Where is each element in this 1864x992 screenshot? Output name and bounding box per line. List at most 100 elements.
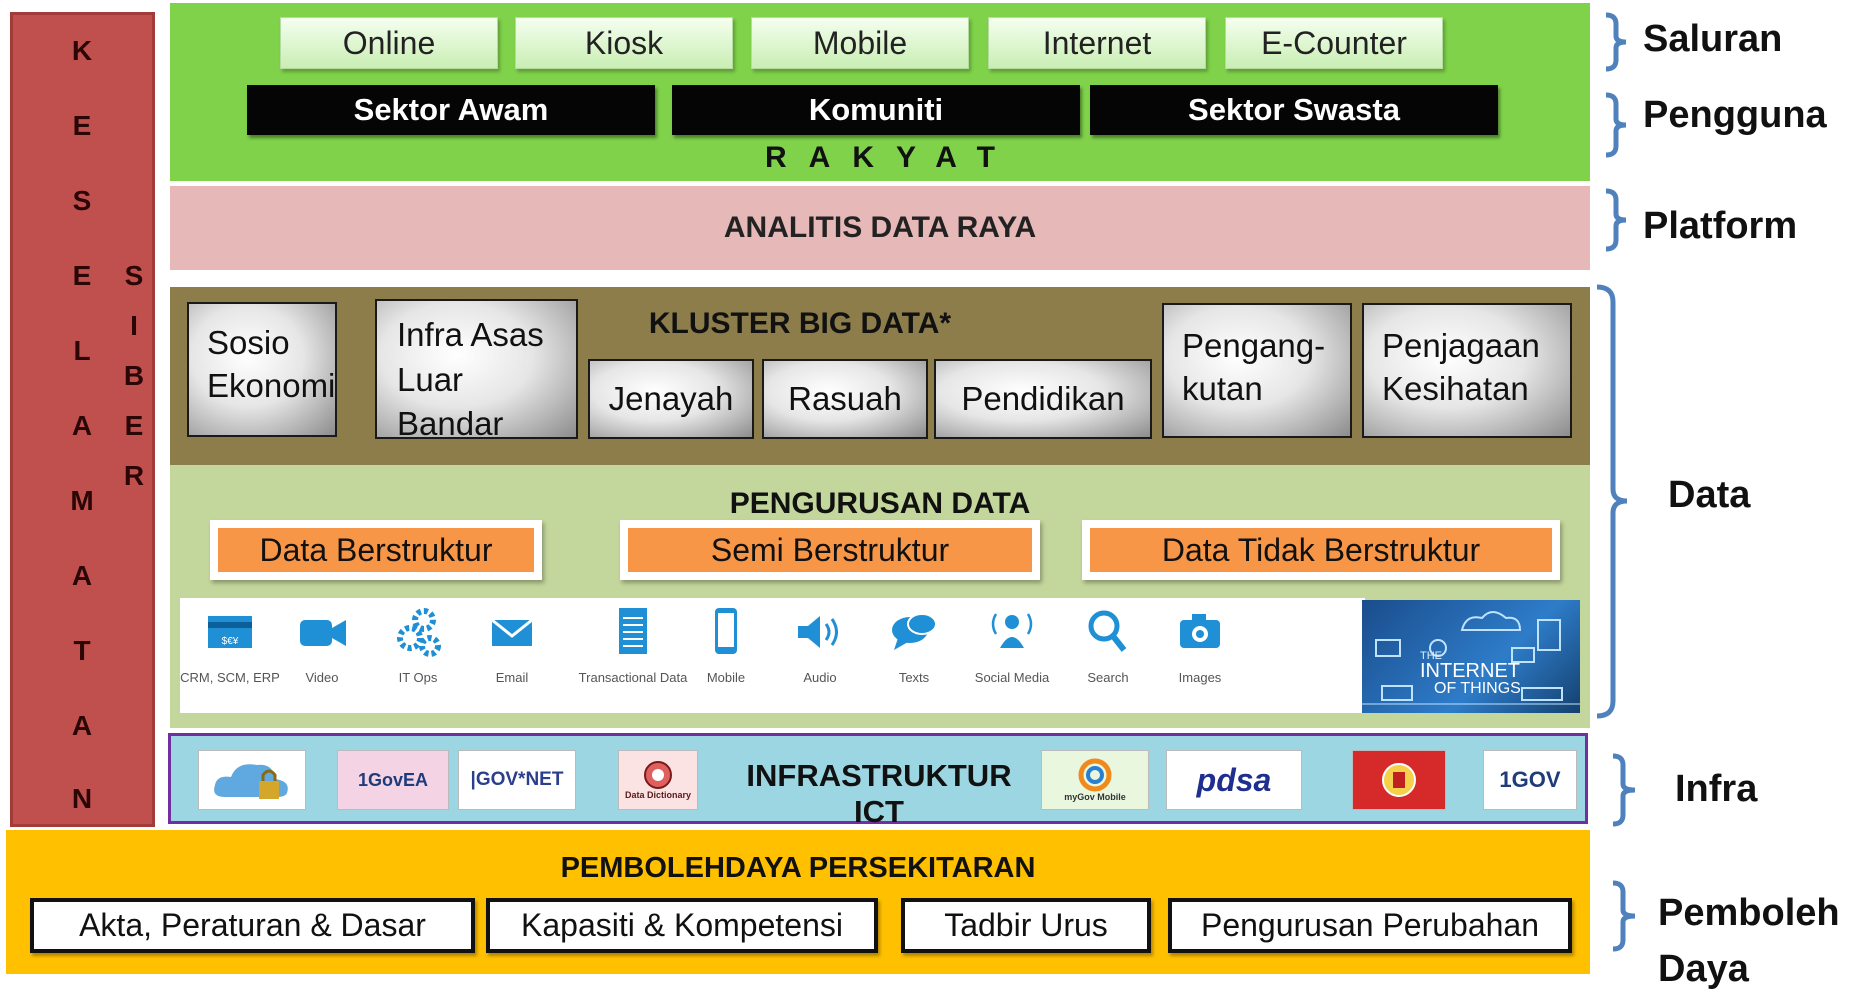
cloud-lock-icon xyxy=(214,764,288,799)
enabler-tadbir-urus: Tadbir Urus xyxy=(901,898,1151,953)
social-person-icon xyxy=(991,613,1033,648)
label-saluran: Saluran xyxy=(1643,18,1783,60)
keselamatan-letter: E xyxy=(72,260,92,291)
source-label: Audio xyxy=(803,670,837,685)
cluster-infra-asas: Infra Asas Luar Bandar xyxy=(375,299,578,442)
keselamatan-letter: L xyxy=(73,335,91,366)
brace-pemboleh xyxy=(1612,880,1636,952)
source-label: CRM, SCM, ERP xyxy=(180,670,280,685)
data-type-label: Data Tidak Berstruktur xyxy=(1090,528,1552,572)
onegov-logo: 1GOV xyxy=(1483,750,1577,810)
source-audio: Audio xyxy=(770,604,870,685)
kluster-title: KLUSTER BIG DATA* xyxy=(648,307,952,340)
source-label: Social Media xyxy=(974,670,1050,685)
platform-panel: ANALITIS DATA RAYA xyxy=(170,186,1590,270)
cluster-rasuah: Rasuah xyxy=(762,359,928,439)
keselamatan-letter: K xyxy=(71,35,93,66)
speaker-icon xyxy=(798,616,838,648)
source-it-ops: IT Ops xyxy=(368,604,468,685)
label-daya: Daya xyxy=(1658,948,1749,990)
label-pemboleh: Pemboleh xyxy=(1658,892,1840,934)
keselamatan-letter: A xyxy=(71,410,93,441)
iot-line1: THE xyxy=(1420,650,1442,662)
kluster-big-data-panel: KLUSTER BIG DATA* Sosio Ekonomi Infra As… xyxy=(170,287,1590,465)
source-label: IT Ops xyxy=(398,670,438,685)
source-label: Mobile xyxy=(706,670,746,685)
cluster-line: Pendidikan xyxy=(961,379,1125,417)
source-email: Email xyxy=(462,604,562,685)
svg-text:$€¥: $€¥ xyxy=(222,636,239,647)
keselamatan-letter: A xyxy=(71,710,93,741)
keselamatan-letter: E xyxy=(72,110,92,141)
magnifier-icon xyxy=(1088,610,1127,652)
pengguna-saluran-panel: Online Kiosk Mobile Internet E-Counter S… xyxy=(170,3,1590,181)
channel-online: Online xyxy=(280,17,498,69)
channel-internet: Internet xyxy=(988,17,1206,69)
source-label: Search xyxy=(1087,670,1129,685)
data-type-tidak-berstruktur: Data Tidak Berstruktur xyxy=(1082,520,1560,580)
source-label: Texts xyxy=(898,670,930,685)
iot-line3: OF THINGS xyxy=(1434,680,1521,697)
swirl-icon xyxy=(1078,758,1112,792)
infra-title: INFRASTRUKTUR ICT xyxy=(746,758,1012,829)
siber-letter: E xyxy=(124,410,144,441)
onegov-text: 1GOV xyxy=(1499,767,1561,792)
data-dictionary-text: Data Dictionary xyxy=(624,790,692,800)
rakyat-label: RAKYAT xyxy=(764,141,1017,174)
siber-letter: B xyxy=(123,360,145,391)
envelope-icon xyxy=(491,618,533,646)
data-type-semi: Semi Berstruktur xyxy=(620,520,1040,580)
phone-icon xyxy=(715,608,737,654)
cluster-jenayah: Jenayah xyxy=(588,359,754,439)
seal-icon xyxy=(644,761,672,789)
channel-e-counter: E-Counter xyxy=(1225,17,1443,69)
pdsa-text: pdsa xyxy=(1196,761,1272,798)
govea-text: 1GovEA xyxy=(357,769,429,790)
data-type-label: Semi Berstruktur xyxy=(628,528,1032,572)
infrastruktur-ict-panel: 1GovEA |GOV*NET Data Dictionary INFRASTR… xyxy=(168,733,1588,829)
source-social-media: Social Media xyxy=(962,604,1062,685)
mygov-text: myGov Mobile xyxy=(1064,792,1126,802)
siber-letter: S xyxy=(124,260,144,291)
platform-title: ANALITIS DATA RAYA xyxy=(723,211,1037,244)
coat-of-arms-logo xyxy=(1352,750,1446,810)
cluster-line: Penjagaan xyxy=(1382,327,1540,364)
pemboleh-title: PEMBOLEHDAYA PERSEKITARAN xyxy=(560,852,1036,884)
pembolehdaya-panel: PEMBOLEHDAYA PERSEKITARAN Akta, Peratura… xyxy=(6,830,1590,974)
brace-infra xyxy=(1612,753,1636,827)
user-sektor-swasta: Sektor Swasta xyxy=(1090,85,1498,135)
pengurusan-title: PENGURUSAN DATA xyxy=(729,487,1031,520)
source-texts: Texts xyxy=(864,604,964,685)
camera-icon xyxy=(1180,614,1220,648)
mygov-logo: myGov Mobile xyxy=(1041,750,1149,810)
source-label: Email xyxy=(495,670,529,685)
iot-line2: INTERNET xyxy=(1420,660,1520,682)
gears-icon xyxy=(397,608,441,657)
source-label: Transactional Data xyxy=(578,670,688,685)
card-icon: $€¥ xyxy=(208,616,252,648)
cluster-line: Jenayah xyxy=(608,379,734,417)
chat-icon xyxy=(892,613,937,650)
cluster-line: Pengang- xyxy=(1182,327,1326,364)
cluster-pengangkutan: Pengang- kutan xyxy=(1162,303,1352,438)
data-dictionary-logo: Data Dictionary xyxy=(618,750,698,810)
keselamatan-letter: M xyxy=(70,485,94,516)
govnet-logo: |GOV*NET xyxy=(458,750,576,810)
siber-letter: I xyxy=(130,310,138,341)
enabler-kapasiti: Kapasiti & Kompetensi xyxy=(486,898,878,953)
pdsa-logo: pdsa xyxy=(1166,750,1302,810)
source-label: Images xyxy=(1178,670,1222,685)
govea-logo: 1GovEA xyxy=(337,750,449,810)
crest-icon xyxy=(1382,763,1416,797)
video-camera-icon xyxy=(300,620,346,646)
source-label: Video xyxy=(305,670,339,685)
cluster-penjagaan-kesihatan: Penjagaan Kesihatan xyxy=(1362,303,1572,438)
cluster-line: Rasuah xyxy=(788,379,902,417)
data-type-label: Data Berstruktur xyxy=(218,528,534,572)
cluster-pendidikan: Pendidikan xyxy=(934,359,1152,439)
data-sources-strip: $€¥ CRM, SCM, ERP Video IT Ops Email xyxy=(180,598,1365,713)
keselamatan-siber-column: K E S E L A M A T A N S I B E R xyxy=(10,12,155,827)
channel-mobile: Mobile xyxy=(751,17,969,69)
cluster-line: Luar xyxy=(397,360,464,398)
user-sektor-awam: Sektor Awam xyxy=(247,85,655,135)
